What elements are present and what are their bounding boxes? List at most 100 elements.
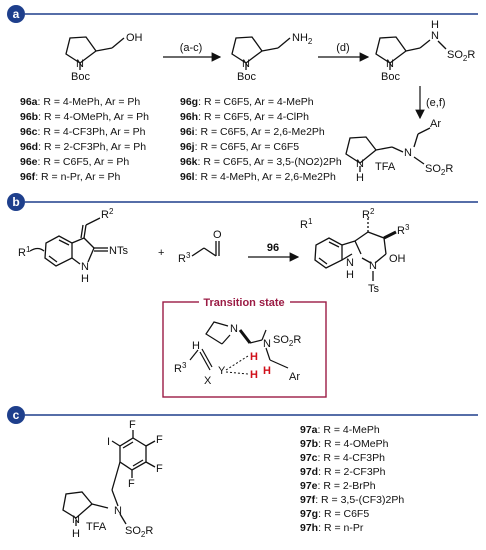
product-n: N (369, 260, 377, 272)
transition-state-title: Transition state (203, 297, 284, 309)
compound-entry: 97e: R = 2-BrPh (300, 480, 376, 492)
panel-a-label: a (13, 7, 20, 21)
compound-list-97: 97a: R = 4-MePh 97b: R = 4-OMePh 97c: R … (300, 424, 404, 534)
c97-f1: F (129, 419, 136, 431)
compound-entry: 96i: R = C6F5, Ar = 2,6-Me2Ph (180, 126, 325, 138)
substrate-r2: R2 (101, 207, 114, 221)
prolinamine-boc-structure (231, 36, 291, 70)
prolinol-boc-structure (65, 36, 125, 70)
catalyst-96-n-ring: N (356, 158, 364, 170)
catalyst-96-ar: Ar (430, 118, 441, 130)
catalyst-label: 96 (267, 242, 279, 254)
catalyst-96-structure (345, 127, 431, 172)
catalyst-96-tfa: TFA (375, 161, 396, 173)
panel-a-badge (7, 5, 25, 23)
panel-c-badge (7, 406, 25, 424)
ts-y: Y (218, 365, 226, 377)
compound-entry: 96l: R = 4-MePh, Ar = 2,6-Me2Ph (180, 171, 336, 183)
aldehyde-r3: R3 (178, 251, 191, 265)
transition-state-title-bg (199, 296, 290, 309)
plus-sign: + (158, 247, 164, 259)
panel-b: b R2 R1 NTs N H + (7, 193, 478, 398)
product-ts: Ts (368, 283, 380, 295)
c97-f3: F (156, 463, 163, 475)
compound-entry: 97f: R = 3,5-(CF3)2Ph (300, 494, 404, 506)
product-r1: R1 (300, 217, 313, 231)
ts-h-highlight-1: H (250, 351, 258, 363)
compound-entry: 96h: R = C6F5, Ar = 4-ClPh (180, 111, 309, 123)
catalyst-97-structure (62, 430, 156, 526)
ts-n-sulfonamide: N (263, 338, 271, 350)
ts-so2r: SO2R (273, 334, 301, 348)
compound-entry: 96j: R = C6F5, Ar = C6F5 (180, 141, 299, 153)
compound-entry: 97h: R = n-Pr (300, 522, 364, 534)
compound-entry: 96k: R = C6F5, Ar = 3,5-(NO2)2Ph (180, 156, 342, 168)
sulfonamide-n: N (386, 58, 394, 70)
compound-list-96-left: 96a: R = 4-MePh, Ar = Ph 96b: R = 4-OMeP… (20, 96, 149, 183)
catalyst-96-h-ring: H (356, 172, 364, 184)
prolinol-boc: Boc (71, 71, 90, 83)
reagent-a-c: (a-c) (180, 42, 203, 54)
product-structure (314, 218, 397, 281)
substrate-h: H (81, 273, 89, 285)
c97-n: N (114, 505, 122, 517)
transition-state-box (162, 301, 327, 398)
substrate-nts: NTs (109, 245, 128, 257)
compound-entry: 96b: R = 4-OMePh, Ar = Ph (20, 111, 149, 123)
c97-i: I (107, 436, 110, 448)
compound-entry: 96e: R = C6F5, Ar = Ph (20, 156, 129, 168)
c97-f2: F (156, 434, 163, 446)
ts-r3: R3 (174, 361, 187, 375)
c97-ring-h: H (72, 528, 80, 540)
compound-entry: 96f: R = n-Pr, Ar = Ph (20, 171, 121, 183)
compound-entry: 97d: R = 2-CF3Ph (300, 466, 386, 478)
prolinamine-nh2: NH2 (292, 32, 313, 46)
sulfonamide-nh-h: H (431, 19, 439, 31)
compound-entry: 97a: R = 4-MePh (300, 424, 380, 436)
prolinol-n: N (76, 58, 84, 70)
prolinamine-boc: Boc (237, 71, 256, 83)
compound-entry: 97b: R = 4-OMePh (300, 438, 389, 450)
ts-n: N (230, 323, 238, 335)
substrate-r1: R1 (18, 245, 31, 259)
product-nh-h: H (346, 269, 354, 281)
panel-c: c I F F F F N SO2R N H TFA 97a: R (7, 406, 478, 540)
panel-b-badge (7, 193, 25, 211)
compound-entry: 96d: R = 2-CF3Ph, Ar = Ph (20, 141, 146, 153)
c97-so2r: SO2R (125, 525, 153, 539)
ts-x: X (204, 375, 212, 387)
sulfonamide-so2r: SO2R (447, 49, 475, 63)
product-oh: OH (389, 253, 406, 265)
reagent-d: (d) (336, 42, 349, 54)
substrate-n: N (81, 261, 89, 273)
compound-entry: 97g: R = C6F5 (300, 508, 369, 520)
panel-a: a N OH Boc (a-c) N NH2 Boc (d) (7, 5, 478, 184)
ts-ar: Ar (289, 371, 300, 383)
c97-f4: F (128, 478, 135, 490)
product-nh-n: N (346, 257, 354, 269)
compound-entry: 96g: R = C6F5, Ar = 4-MePh (180, 96, 314, 108)
ts-h-highlight-3: H (263, 365, 271, 377)
sulfonamide-nh-n: N (431, 30, 439, 42)
product-r2: R2 (362, 207, 375, 221)
catalyst-96-n: N (404, 147, 412, 159)
compound-list-96-right: 96g: R = C6F5, Ar = 4-MePh 96h: R = C6F5… (180, 96, 342, 183)
c97-tfa: TFA (86, 521, 107, 533)
indolenine-structure (29, 217, 108, 267)
compound-entry: 96c: R = 4-CF3Ph, Ar = Ph (20, 126, 146, 138)
product-r3: R3 (397, 223, 410, 237)
panel-b-label: b (12, 195, 19, 209)
compound-entry: 96a: R = 4-MePh, Ar = Ph (20, 96, 140, 108)
aldehyde-o: O (213, 229, 222, 241)
compound-entry: 97c: R = 4-CF3Ph (300, 452, 385, 464)
ts-hbond-lines (225, 355, 249, 375)
sulfonamide-boc-structure (375, 36, 447, 70)
c97-ring-n: N (72, 514, 80, 526)
transition-state-structure (189, 321, 289, 371)
ts-h-highlight-2: H (250, 369, 258, 381)
catalyst-96-so2r: SO2R (425, 163, 453, 177)
panel-c-label: c (13, 408, 20, 422)
ts-h: H (192, 340, 200, 352)
sulfonamide-boc: Boc (381, 71, 400, 83)
